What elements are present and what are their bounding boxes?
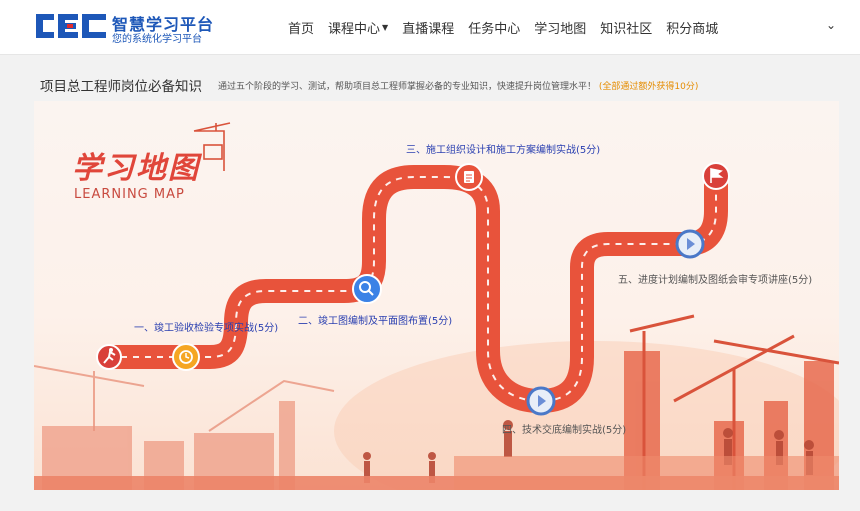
brand-subtitle: 您的系统化学习平台 [112,34,202,45]
stage-1-label[interactable]: 一、竣工验收检验专项实战(5分) [134,323,279,334]
stage-4-label[interactable]: 四、技术交底编制实战(5分) [502,425,627,436]
clock-icon [172,343,200,371]
brand-title: 智慧学习平台 [112,15,215,34]
search-icon [352,274,382,304]
play-icon [526,386,556,416]
main-nav: 首页 课程中心▼ 直播课程 任务中心 学习地图 知识社区 积分商城 [288,17,732,37]
stage-2-label[interactable]: 二、竣工图编制及平面图布置(5分) [298,316,453,327]
nav-knowledge-community-label: 知识社区 [600,21,653,37]
nav-home[interactable]: 首页 [288,17,314,37]
nav-task-center[interactable]: 任务中心 [468,17,520,37]
nav-learning-map-label: 学习地图 [534,21,587,37]
nav-course-center-label: 课程中心 [328,21,381,37]
runner-icon [96,344,122,370]
chevron-down-icon[interactable]: ⌄ [826,18,837,32]
nav-task-center-label: 任务中心 [468,21,521,37]
document-icon [455,163,483,191]
map-illustration [34,122,839,490]
stage-3-label[interactable]: 三、施工组织设计和施工方案编制实战(5分) [406,145,601,156]
nav-home-label: 首页 [288,21,315,37]
nav-course-center[interactable]: 课程中心▼ [328,17,388,37]
flag-icon [702,162,730,190]
bonus-note: (全部通过额外获得10分) [598,82,699,92]
nav-knowledge-community[interactable]: 知识社区 [600,17,652,37]
crane-decoration [193,122,231,171]
page-title: 项目总工程师岗位必备知识 [40,79,202,95]
nav-live-courses-label: 直播课程 [402,21,455,37]
play-icon [675,229,705,259]
map-subtitle: LEARNING MAP [74,187,185,202]
page-description: 通过五个阶段的学习、测试，帮助项目总工程师掌握必备的专业知识，快速提升岗位管理水… [218,79,698,92]
caret-down-icon: ▼ [382,22,389,32]
nav-points-mall[interactable]: 积分商城 [666,17,718,37]
stage-5-label[interactable]: 五、进度计划编制及图纸会审专项讲座(5分) [618,275,813,286]
nav-learning-map[interactable]: 学习地图 [534,17,586,37]
top-header: 智慧学习平台 您的系统化学习平台 首页 课程中心▼ 直播课程 任务中心 学习地图… [0,0,860,55]
nav-live-courses[interactable]: 直播课程 [402,17,454,37]
learning-map-banner: 学习地图 LEARNING MAP 一、竣工验收检验专项实战(5分) 二、竣工图… [34,101,839,490]
nav-points-mall-label: 积分商城 [666,21,719,37]
description-text: 通过五个阶段的学习、测试，帮助项目总工程师掌握必备的专业知识，快速提升岗位管理水… [218,82,597,92]
map-title: 学习地图 [72,151,200,186]
logo-icon [34,10,108,42]
